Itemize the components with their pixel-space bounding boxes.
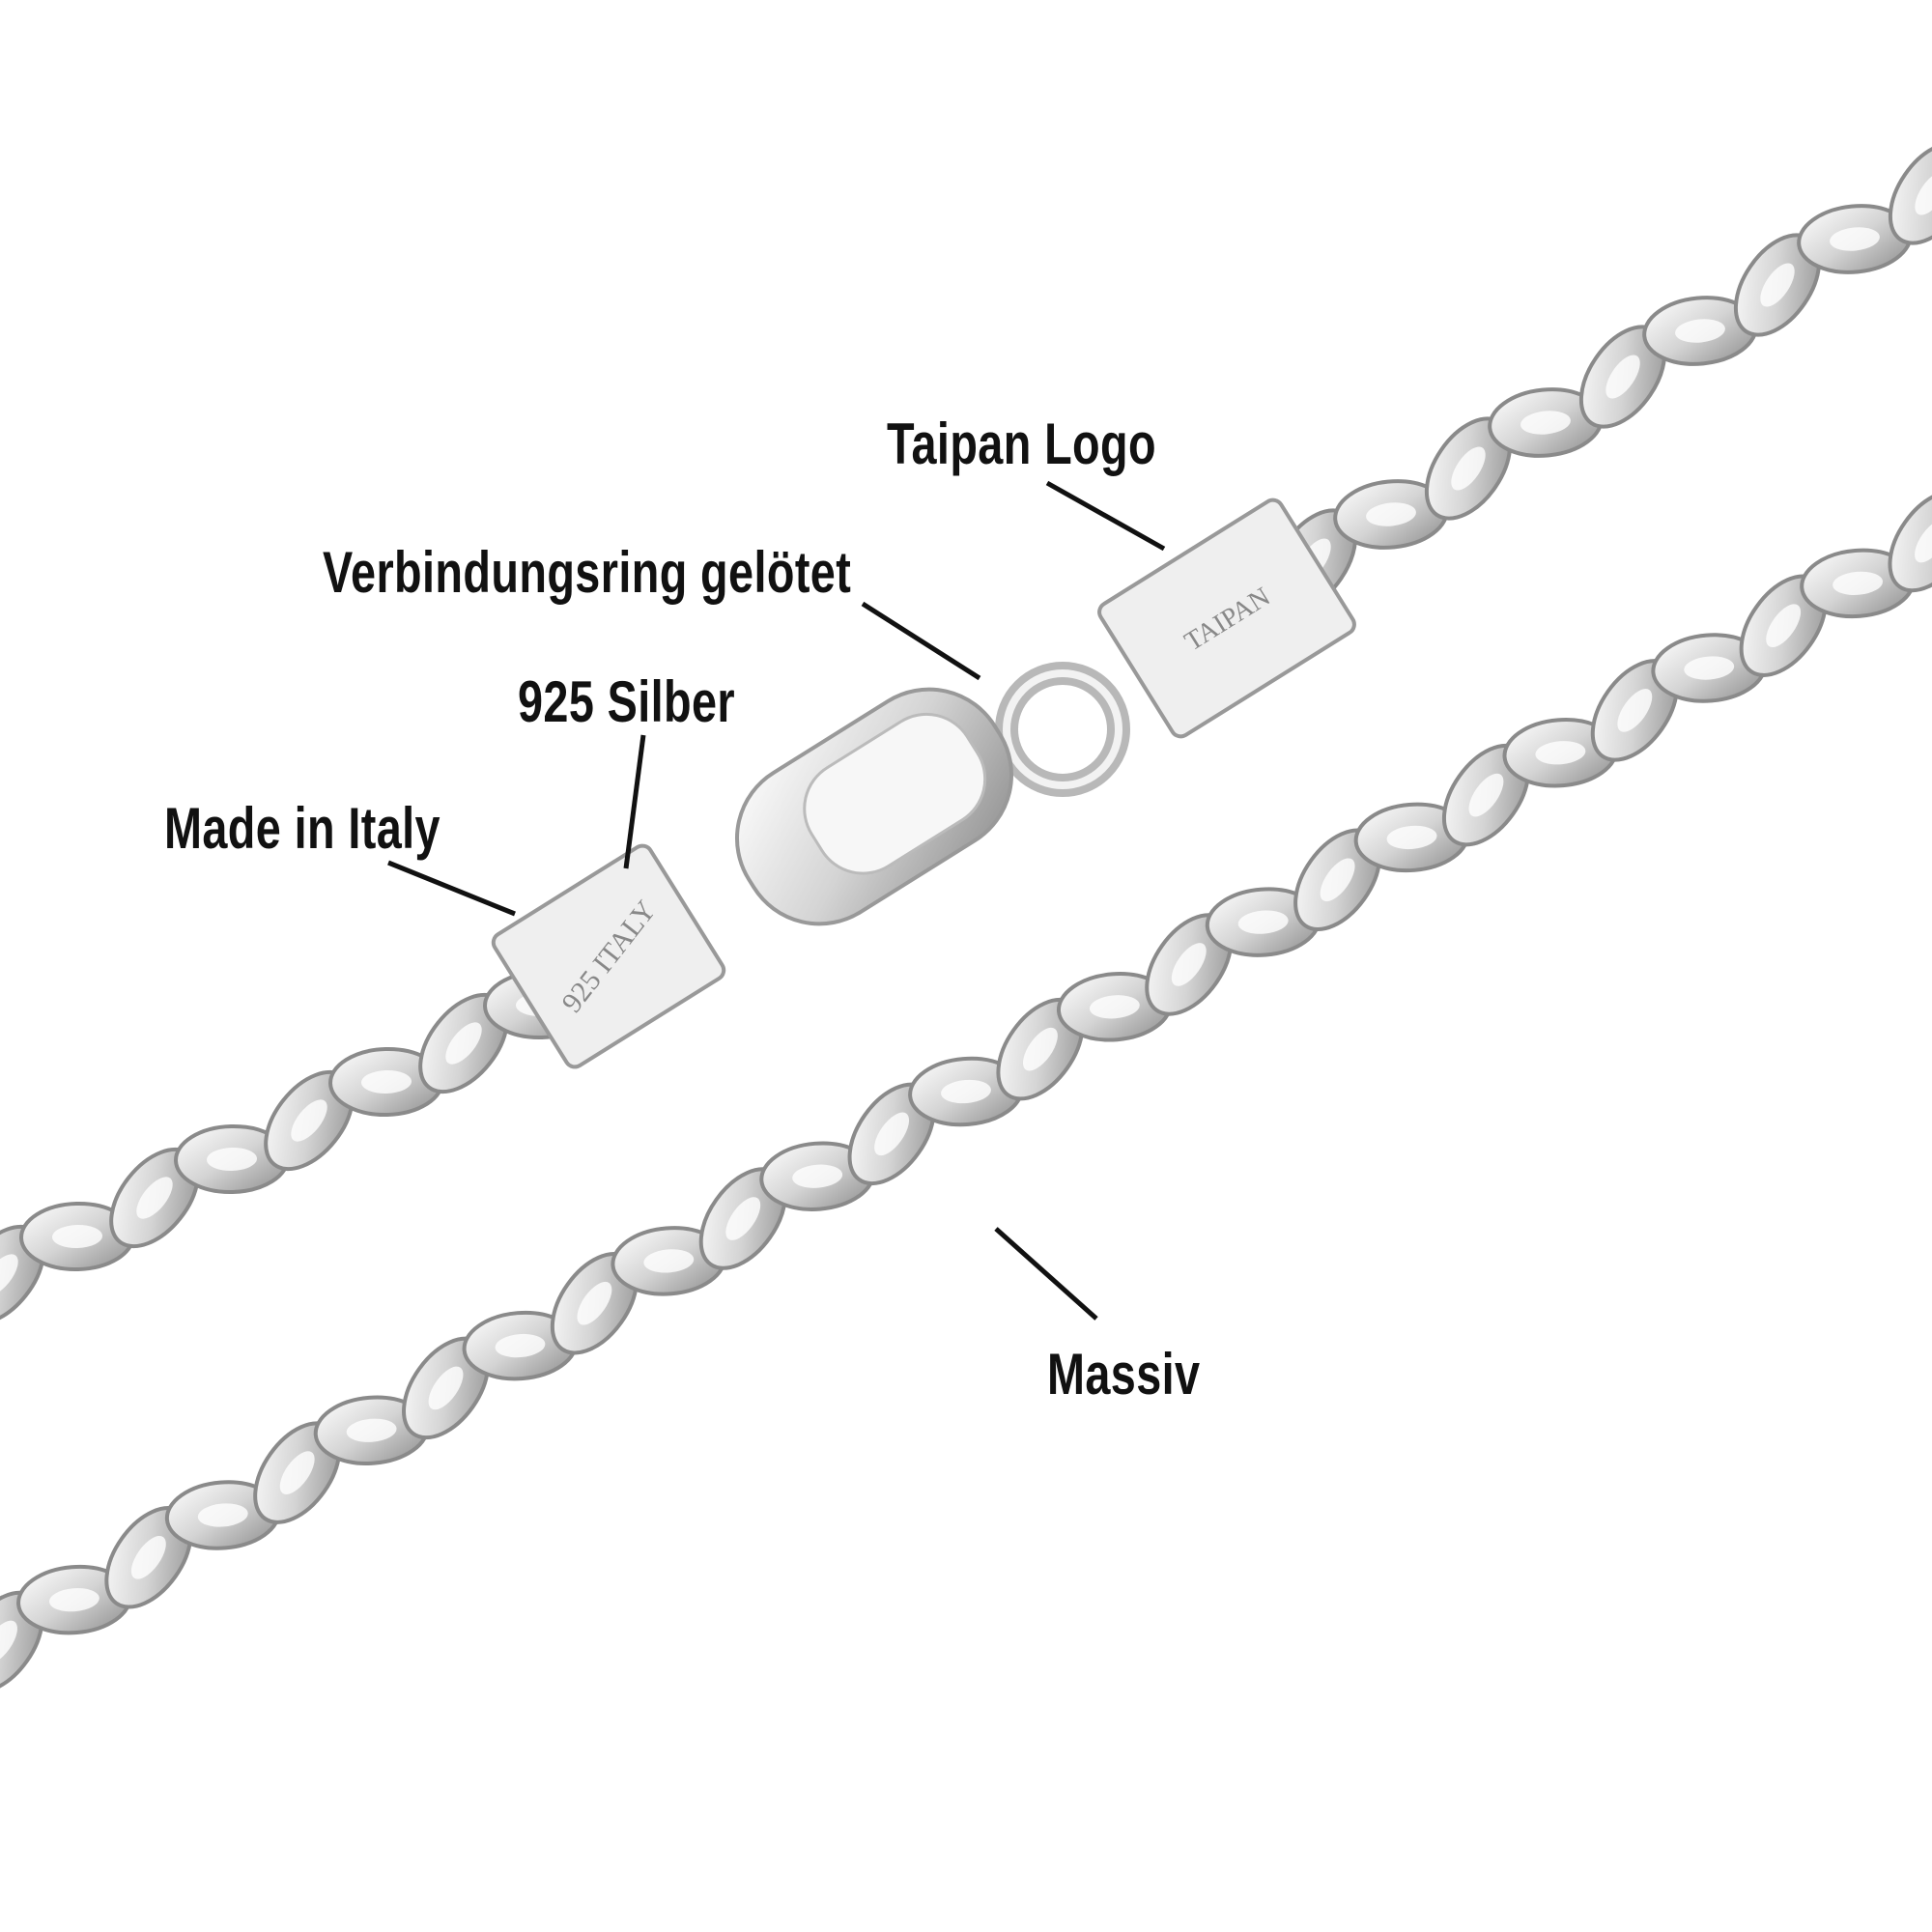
- leader-line-massiv: [994, 1227, 1098, 1321]
- clasp-assembly: 925 ITALY TAIPAN: [491, 497, 1356, 1069]
- annotation-lines: [387, 480, 1166, 1321]
- logo-end-tag: TAIPAN: [1097, 497, 1356, 739]
- lobster-clasp: [734, 687, 1014, 926]
- leader-line-italy: [387, 860, 516, 917]
- leader-line-silver: [623, 734, 646, 869]
- clasp-end-tag: 925 ITALY: [491, 843, 726, 1069]
- upper-chain: [0, 141, 1932, 1326]
- label-connecting-ring: Verbindungsring gelötet: [323, 540, 852, 605]
- chain-link: [1888, 141, 1932, 245]
- leader-line-logo: [1045, 480, 1166, 552]
- label-massiv: Massiv: [1047, 1342, 1201, 1406]
- leader-line-ring: [861, 601, 981, 681]
- lower-chain: [0, 489, 1932, 1694]
- chain-link: [1888, 489, 1932, 593]
- label-taipan-logo: Taipan Logo: [887, 412, 1156, 476]
- label-made-in-italy: Made in Italy: [164, 796, 440, 861]
- label-925-silver: 925 Silber: [518, 669, 736, 734]
